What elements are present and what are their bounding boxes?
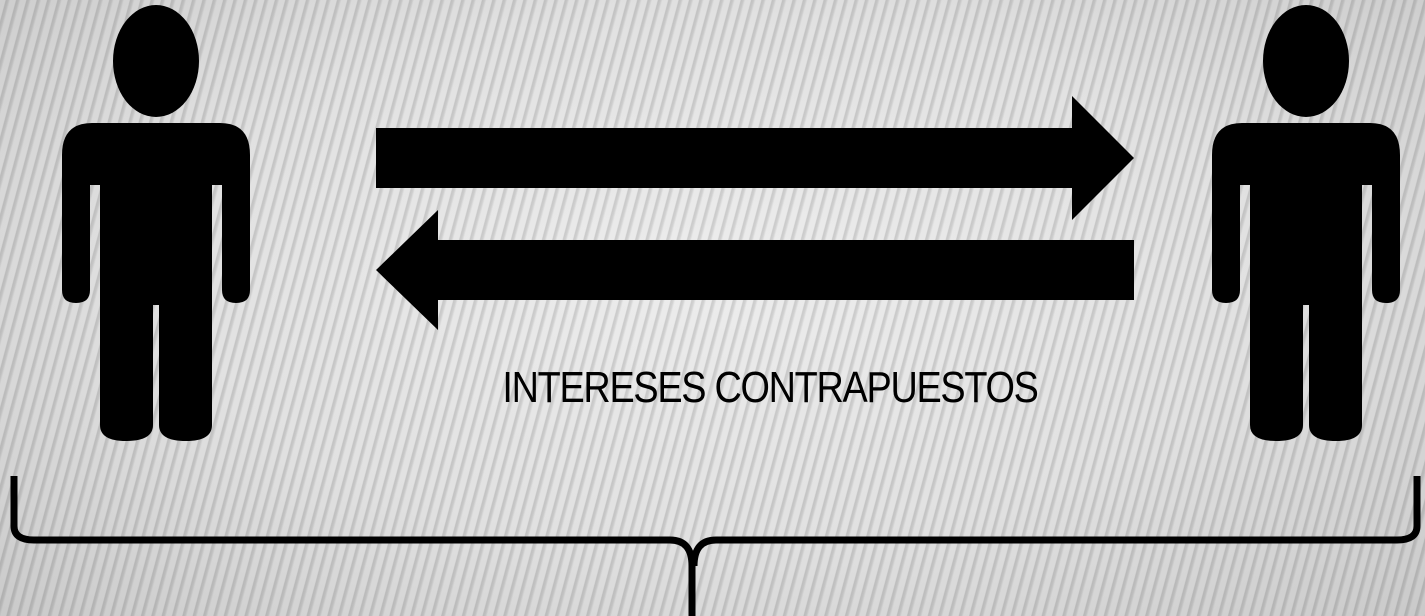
curly-brace-icon [10, 476, 1421, 616]
exchange-arrows [376, 96, 1134, 330]
arrow-left-icon [376, 210, 1134, 330]
person-left-icon [62, 5, 250, 441]
arrow-right-icon [376, 96, 1134, 220]
person-right-icon [1212, 5, 1400, 441]
diagram-caption: INTERESES CONTRAPUESTOS [502, 363, 1039, 412]
